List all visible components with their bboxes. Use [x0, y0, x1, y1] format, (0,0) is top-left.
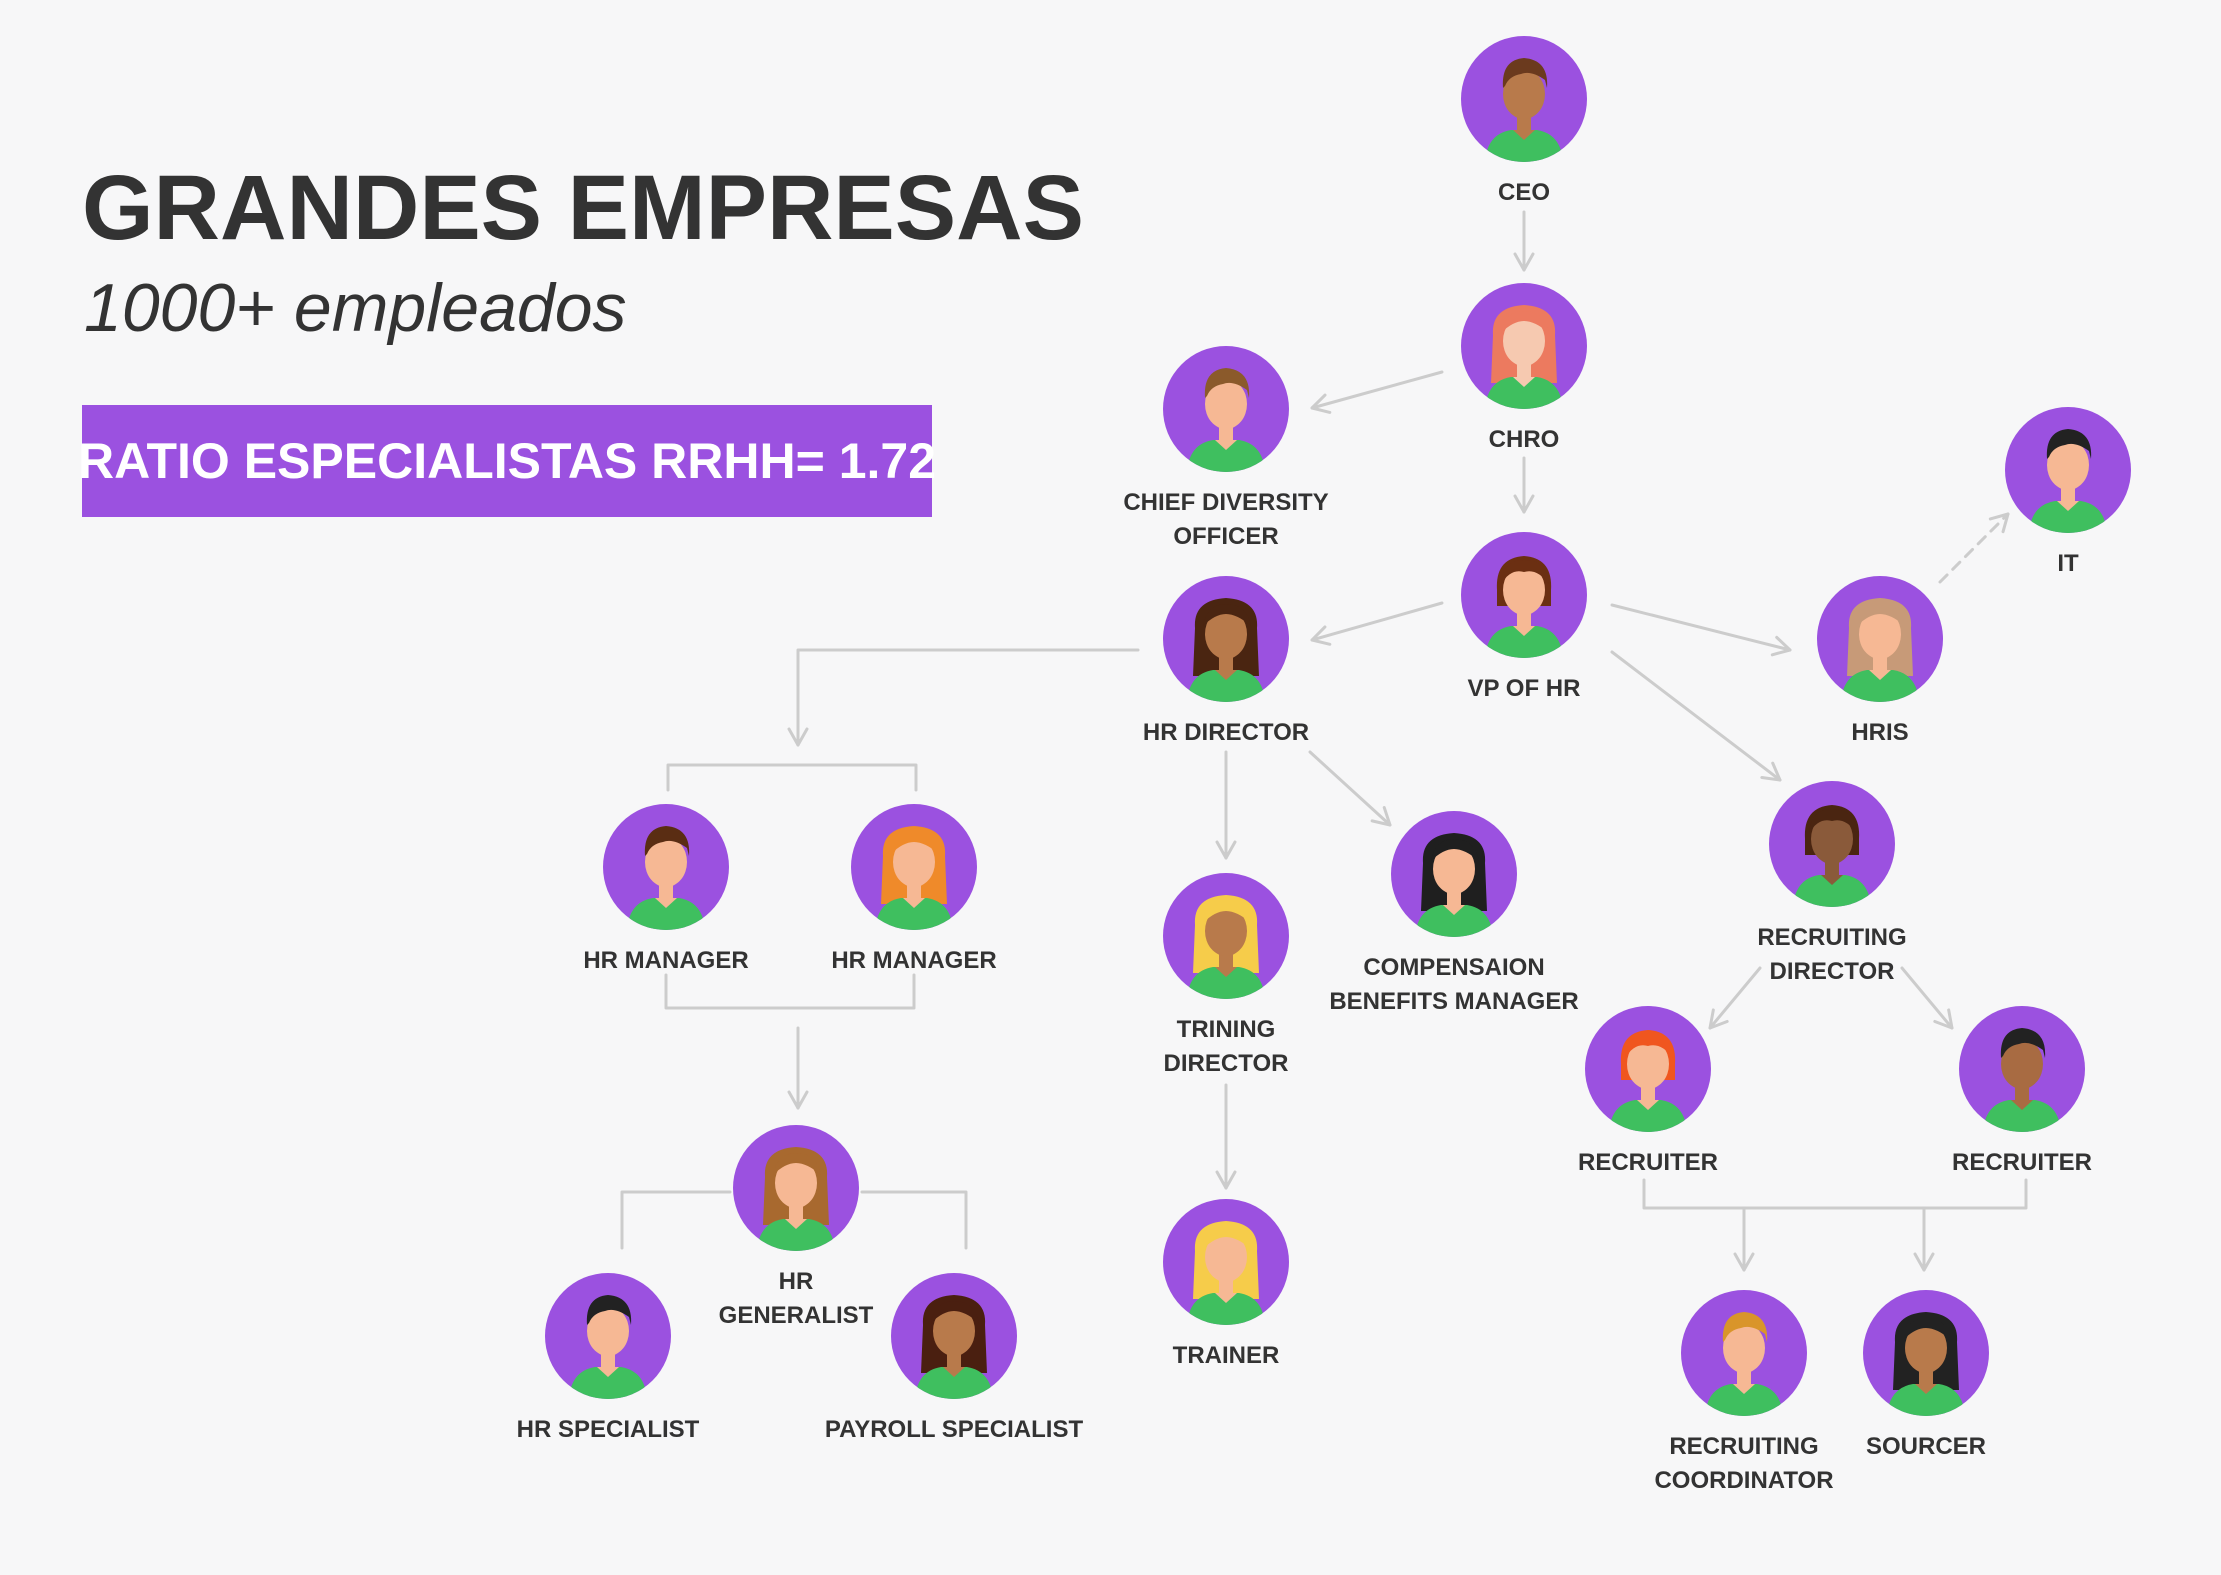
arrow-vp-hris	[1610, 603, 1792, 657]
node-label: CHIEF DIVERSITY OFFICER	[1123, 489, 1329, 550]
node-label: IT	[2057, 550, 2079, 577]
node-label: COMPENSAION BENEFITS MANAGER	[1329, 954, 1579, 1015]
node-label: TRAINER	[1172, 1342, 1280, 1369]
node-label: RECRUITER	[1577, 1149, 1718, 1176]
person-avatar-icon	[891, 1273, 1017, 1399]
node-chief-diversity-officer: CHIEF DIVERSITY OFFICER	[1106, 346, 1346, 554]
bracket-recruiters	[1642, 1178, 2028, 1210]
arrow-hris-it	[1938, 512, 2010, 584]
node-label: CHRO	[1488, 426, 1560, 453]
node-vp-of-hr: VP OF HR	[1404, 532, 1644, 706]
node-hris: HRIS	[1760, 576, 2000, 750]
person-avatar-icon	[1863, 1290, 1989, 1416]
node-hr-manager: HR MANAGER	[794, 804, 1034, 978]
arrow-recruitingdirector-recruiter1	[1708, 966, 1762, 1030]
person-avatar-icon	[1461, 283, 1587, 409]
person-avatar-icon	[1163, 873, 1289, 999]
ratio-banner: RATIO ESPECIALISTAS RRHH= 1.72	[78, 405, 936, 517]
node-recruiter: RECRUITER	[1528, 1006, 1768, 1180]
bracket-managers-bottom	[664, 973, 916, 1010]
node-payroll-specialist: PAYROLL SPECIALIST	[825, 1273, 1083, 1447]
node-recruiting-director: RECRUITING DIRECTOR	[1712, 781, 1952, 989]
node-it: IT	[1948, 407, 2188, 581]
node-label: HR GENERALIST	[718, 1268, 874, 1329]
node-label: RECRUITING DIRECTOR	[1757, 924, 1907, 985]
person-avatar-icon	[1769, 781, 1895, 907]
person-avatar-icon	[1585, 1006, 1711, 1132]
person-avatar-icon	[1163, 346, 1289, 472]
page-subtitle: 1000+ empleados	[84, 270, 627, 346]
node-label: SOURCER	[1865, 1433, 1986, 1460]
page-title: GRANDES EMPRESAS	[82, 157, 1084, 259]
person-avatar-icon	[1959, 1006, 2085, 1132]
node-ceo: CEO	[1404, 36, 1644, 210]
node-label: RECRUITER	[1951, 1149, 2092, 1176]
node-label: HR DIRECTOR	[1142, 719, 1310, 746]
node-label: VP OF HR	[1467, 675, 1581, 702]
arrow-recruitingdirector-recruiter2	[1900, 966, 1954, 1030]
node-recruiting-coordinator: RECRUITING COORDINATOR	[1624, 1290, 1864, 1498]
node-label: HR MANAGER	[831, 947, 997, 974]
node-label: PAYROLL SPECIALIST	[824, 1416, 1084, 1443]
arrow-chro-cdo	[1310, 370, 1444, 414]
node-recruiter: RECRUITER	[1902, 1006, 2142, 1180]
node-hr-manager: HR MANAGER	[546, 804, 786, 978]
person-avatar-icon	[2005, 407, 2131, 533]
node-label: HR SPECIALIST	[516, 1416, 700, 1443]
person-avatar-icon	[851, 804, 977, 930]
node-label: HR MANAGER	[583, 947, 749, 974]
person-avatar-icon	[1163, 576, 1289, 702]
arrow-vp-recruitingdirector	[1610, 650, 1782, 782]
node-trainer: TRAINER	[1106, 1199, 1346, 1373]
person-avatar-icon	[1163, 1199, 1289, 1325]
node-label: CEO	[1497, 179, 1550, 206]
node-hr-specialist: HR SPECIALIST	[488, 1273, 728, 1447]
person-avatar-icon	[545, 1273, 671, 1399]
node-training-director: TRINING DIRECTOR	[1106, 873, 1346, 1081]
person-avatar-icon	[603, 804, 729, 930]
node-label: HRIS	[1851, 719, 1909, 746]
person-avatar-icon	[1461, 532, 1587, 658]
person-avatar-icon	[1391, 811, 1517, 937]
node-hr-director: HR DIRECTOR	[1106, 576, 1346, 750]
person-avatar-icon	[733, 1125, 859, 1251]
arrow-vp-hrdirector	[1310, 601, 1444, 646]
node-label: RECRUITING COORDINATOR	[1654, 1433, 1834, 1494]
arrow-hrdirector-compensation	[1308, 750, 1392, 827]
arrow-hrdirector-managers	[787, 648, 1140, 747]
node-label: TRINING DIRECTOR	[1163, 1016, 1289, 1077]
person-avatar-icon	[1461, 36, 1587, 162]
node-compensation-benefits-manager: COMPENSAION BENEFITS MANAGER	[1329, 811, 1579, 1019]
node-chro: CHRO	[1404, 283, 1644, 457]
node-hr-generalist: HR GENERALIST	[676, 1125, 916, 1333]
bracket-managers-top	[666, 763, 918, 792]
person-avatar-icon	[1817, 576, 1943, 702]
ratio-text: RATIO ESPECIALISTAS RRHH= 1.72	[77, 433, 937, 489]
bracket-generalist	[620, 1190, 968, 1250]
person-avatar-icon	[1681, 1290, 1807, 1416]
node-sourcer: SOURCER	[1806, 1290, 2046, 1464]
